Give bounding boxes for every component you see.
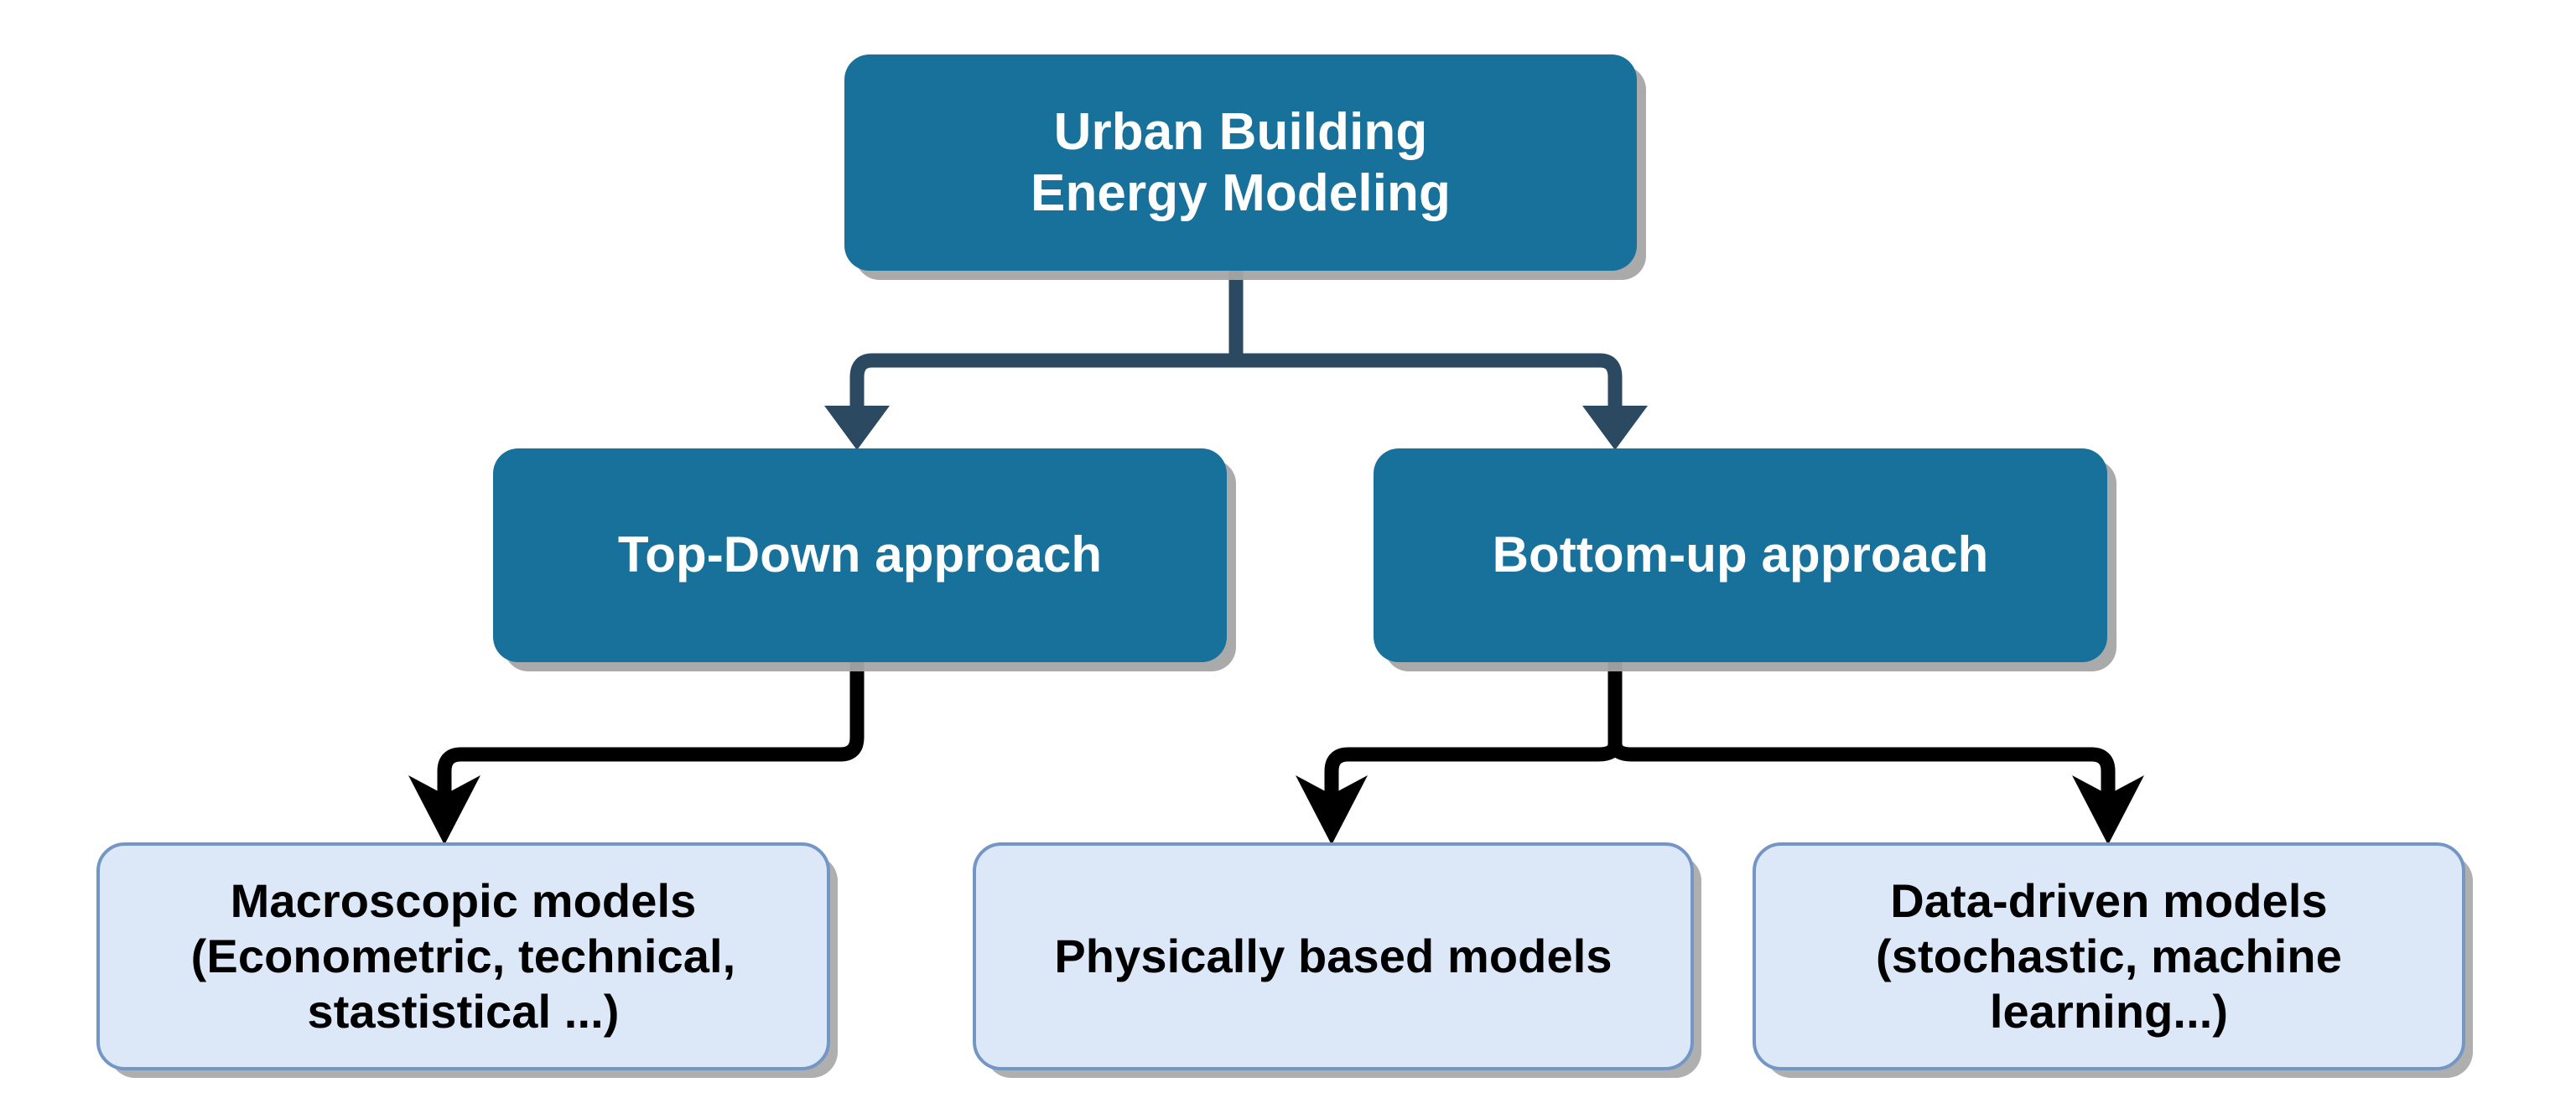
node-data-driven-models[interactable]: Data-driven models (stochastic, machine … xyxy=(1753,842,2465,1070)
edge-bottom-up-to-data-driven-line xyxy=(1607,743,2116,796)
edge-root-to-top-down-arrowhead xyxy=(824,406,890,450)
node-macroscopic-models[interactable]: Macroscopic models (Econometric, technic… xyxy=(96,842,830,1070)
node-label-root: Urban Building Energy Modeling xyxy=(1031,102,1451,222)
edge-top-down-to-macroscopic-line xyxy=(437,662,865,796)
node-label-macroscopic: Macroscopic models (Econometric, technic… xyxy=(190,873,736,1039)
node-urban-building-energy-modeling[interactable]: Urban Building Energy Modeling xyxy=(844,54,1637,271)
edge-root-to-bottom-up-line xyxy=(1236,353,1623,411)
node-label-data-driven: Data-driven models (stochastic, machine … xyxy=(1876,873,2342,1039)
edge-bottom-up-to-data-driven-arrowhead xyxy=(2072,775,2144,845)
edge-root-to-bottom-up-arrowhead xyxy=(1582,406,1648,450)
node-label-top-down: Top-Down approach xyxy=(617,526,1103,583)
edge-root-to-approaches xyxy=(824,268,1648,450)
edge-bottom-up-branch xyxy=(1296,662,2144,845)
edge-top-down-to-macroscopic-arrowhead xyxy=(408,775,480,845)
node-physically-based-models[interactable]: Physically based models xyxy=(973,842,1694,1070)
edge-bottom-up-to-physically-based-line xyxy=(1324,743,1623,796)
edge-bottom-up-to-physically-based-arrowhead xyxy=(1296,775,1368,845)
edge-root-to-top-down-line xyxy=(849,353,1236,411)
edge-top-down-to-macroscopic xyxy=(408,662,865,845)
node-bottom-up-approach[interactable]: Bottom-up approach xyxy=(1374,448,2107,662)
node-label-physically-based: Physically based models xyxy=(1054,929,1613,982)
node-top-down-approach[interactable]: Top-Down approach xyxy=(493,448,1227,662)
node-label-bottom-up: Bottom-up approach xyxy=(1492,526,1989,583)
